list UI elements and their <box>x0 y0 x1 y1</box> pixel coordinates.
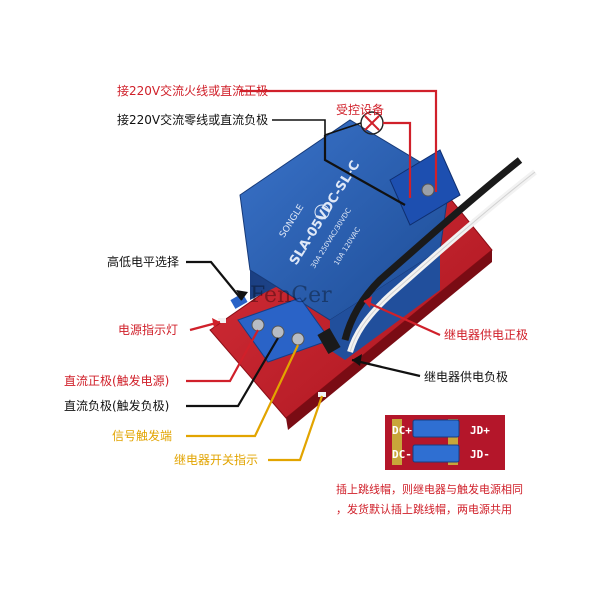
note-line-1: 插上跳线帽，则继电器与触发电源相同 <box>336 483 523 497</box>
label-relay-indicator: 继电器开关指示 <box>174 453 258 467</box>
terminal-screw-2 <box>272 326 284 338</box>
label-neutral-or-dc-negative: 接220V交流零线或直流负极 <box>117 113 268 127</box>
label-live-or-dc-positive: 接220V交流火线或直流正极 <box>117 84 268 98</box>
jumper-inset-cap-2 <box>413 445 459 462</box>
label-signal-trigger: 信号触发端 <box>112 429 172 443</box>
note-line-2: ，发货默认插上跳线帽，两电源共用 <box>336 503 512 517</box>
inset-dc-minus: DC- <box>392 448 412 461</box>
terminal-screw-1 <box>252 319 264 331</box>
label-relay-supply-positive: 继电器供电正极 <box>444 328 528 342</box>
terminal-screw-3 <box>292 333 304 345</box>
inset-jd-minus: JD- <box>470 448 490 461</box>
inset-jd-plus: JD+ <box>470 424 490 437</box>
label-dc-negative-trigger: 直流负极(触发负极) <box>64 399 169 413</box>
label-power-led: 电源指示灯 <box>118 323 178 337</box>
label-level-select: 高低电平选择 <box>107 255 179 269</box>
label-dc-positive-trigger: 直流正极(触发电源) <box>64 374 169 388</box>
inset-dc-plus: DC+ <box>392 424 412 437</box>
watermark: FenCer <box>250 283 332 308</box>
label-controlled-device: 受控设备 <box>336 103 384 117</box>
load-terminal-screw <box>422 184 434 196</box>
jumper-inset-cap-1 <box>413 420 459 437</box>
label-relay-supply-negative: 继电器供电负极 <box>424 370 508 384</box>
